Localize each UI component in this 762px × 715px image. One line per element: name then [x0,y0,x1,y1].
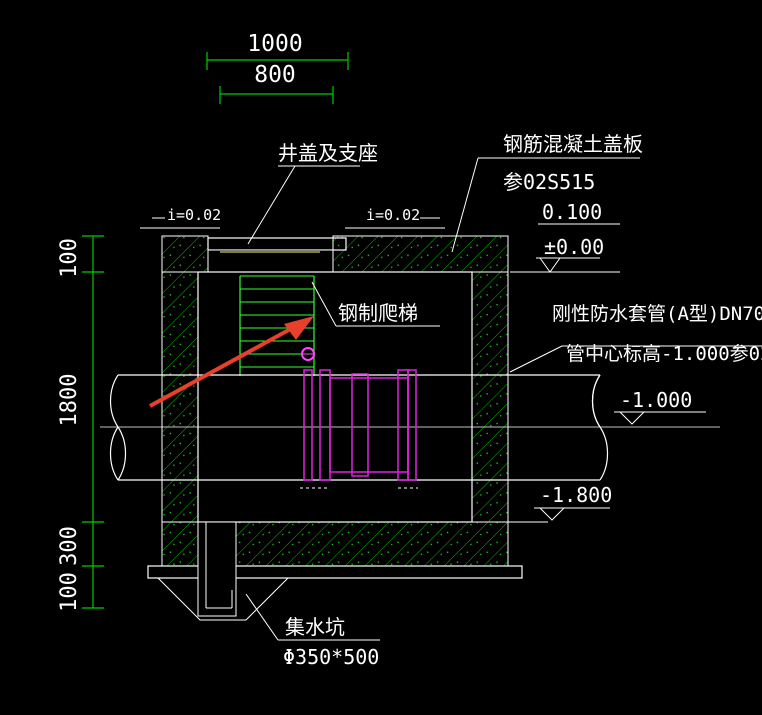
well-structure [147,235,523,621]
dim-100-bottom: 100 [57,572,82,612]
slab-left [161,235,209,273]
label-ladder: 钢制爬梯 [338,301,418,325]
dim-1000: 1000 [247,31,302,57]
sump-pit [157,577,289,621]
elev-top: 0.100 [542,200,602,224]
label-sleeve-1: 刚性防水套管(A型)DN700, [552,303,762,325]
elevation-markers [508,223,706,523]
red-arrow [149,316,314,408]
pipe [100,374,720,481]
top-dimensions: 1000 800 [206,31,349,104]
chamber [197,271,473,523]
slope-left: i=0.02 [167,206,221,224]
ground-line: i=0.02 i=0.02 [140,206,445,229]
label-cover: 井盖及支座 [278,141,378,165]
elev-bottom: -1.800 [540,483,612,507]
dim-300: 300 [57,526,82,566]
dim-800: 800 [254,62,296,88]
slab-right [332,235,509,273]
vertical-dimensions: 100 1800 300 100 [57,235,104,612]
sump-inner [197,521,237,617]
elev-pipe: -1.000 [620,388,692,412]
cover-frame [207,249,334,273]
leader-lines [245,157,762,641]
label-pit-1: 集水坑 [285,615,345,639]
label-pit-2: Φ350*500 [283,645,379,669]
wall-right [471,271,509,523]
label-slab-1: 钢筋混凝土盖板 [503,132,643,156]
label-slab-2: 参02S515 [503,170,595,194]
cover-seat [207,237,347,251]
label-sleeve-2: 管中心标高-1.000参02S [566,343,762,365]
dim-100-top: 100 [57,238,82,278]
cushion [147,565,523,579]
elev-ground: ±0.00 [544,235,604,259]
pipe-fittings [300,347,418,489]
slope-right: i=0.02 [366,206,420,224]
dim-1800: 1800 [57,374,82,427]
